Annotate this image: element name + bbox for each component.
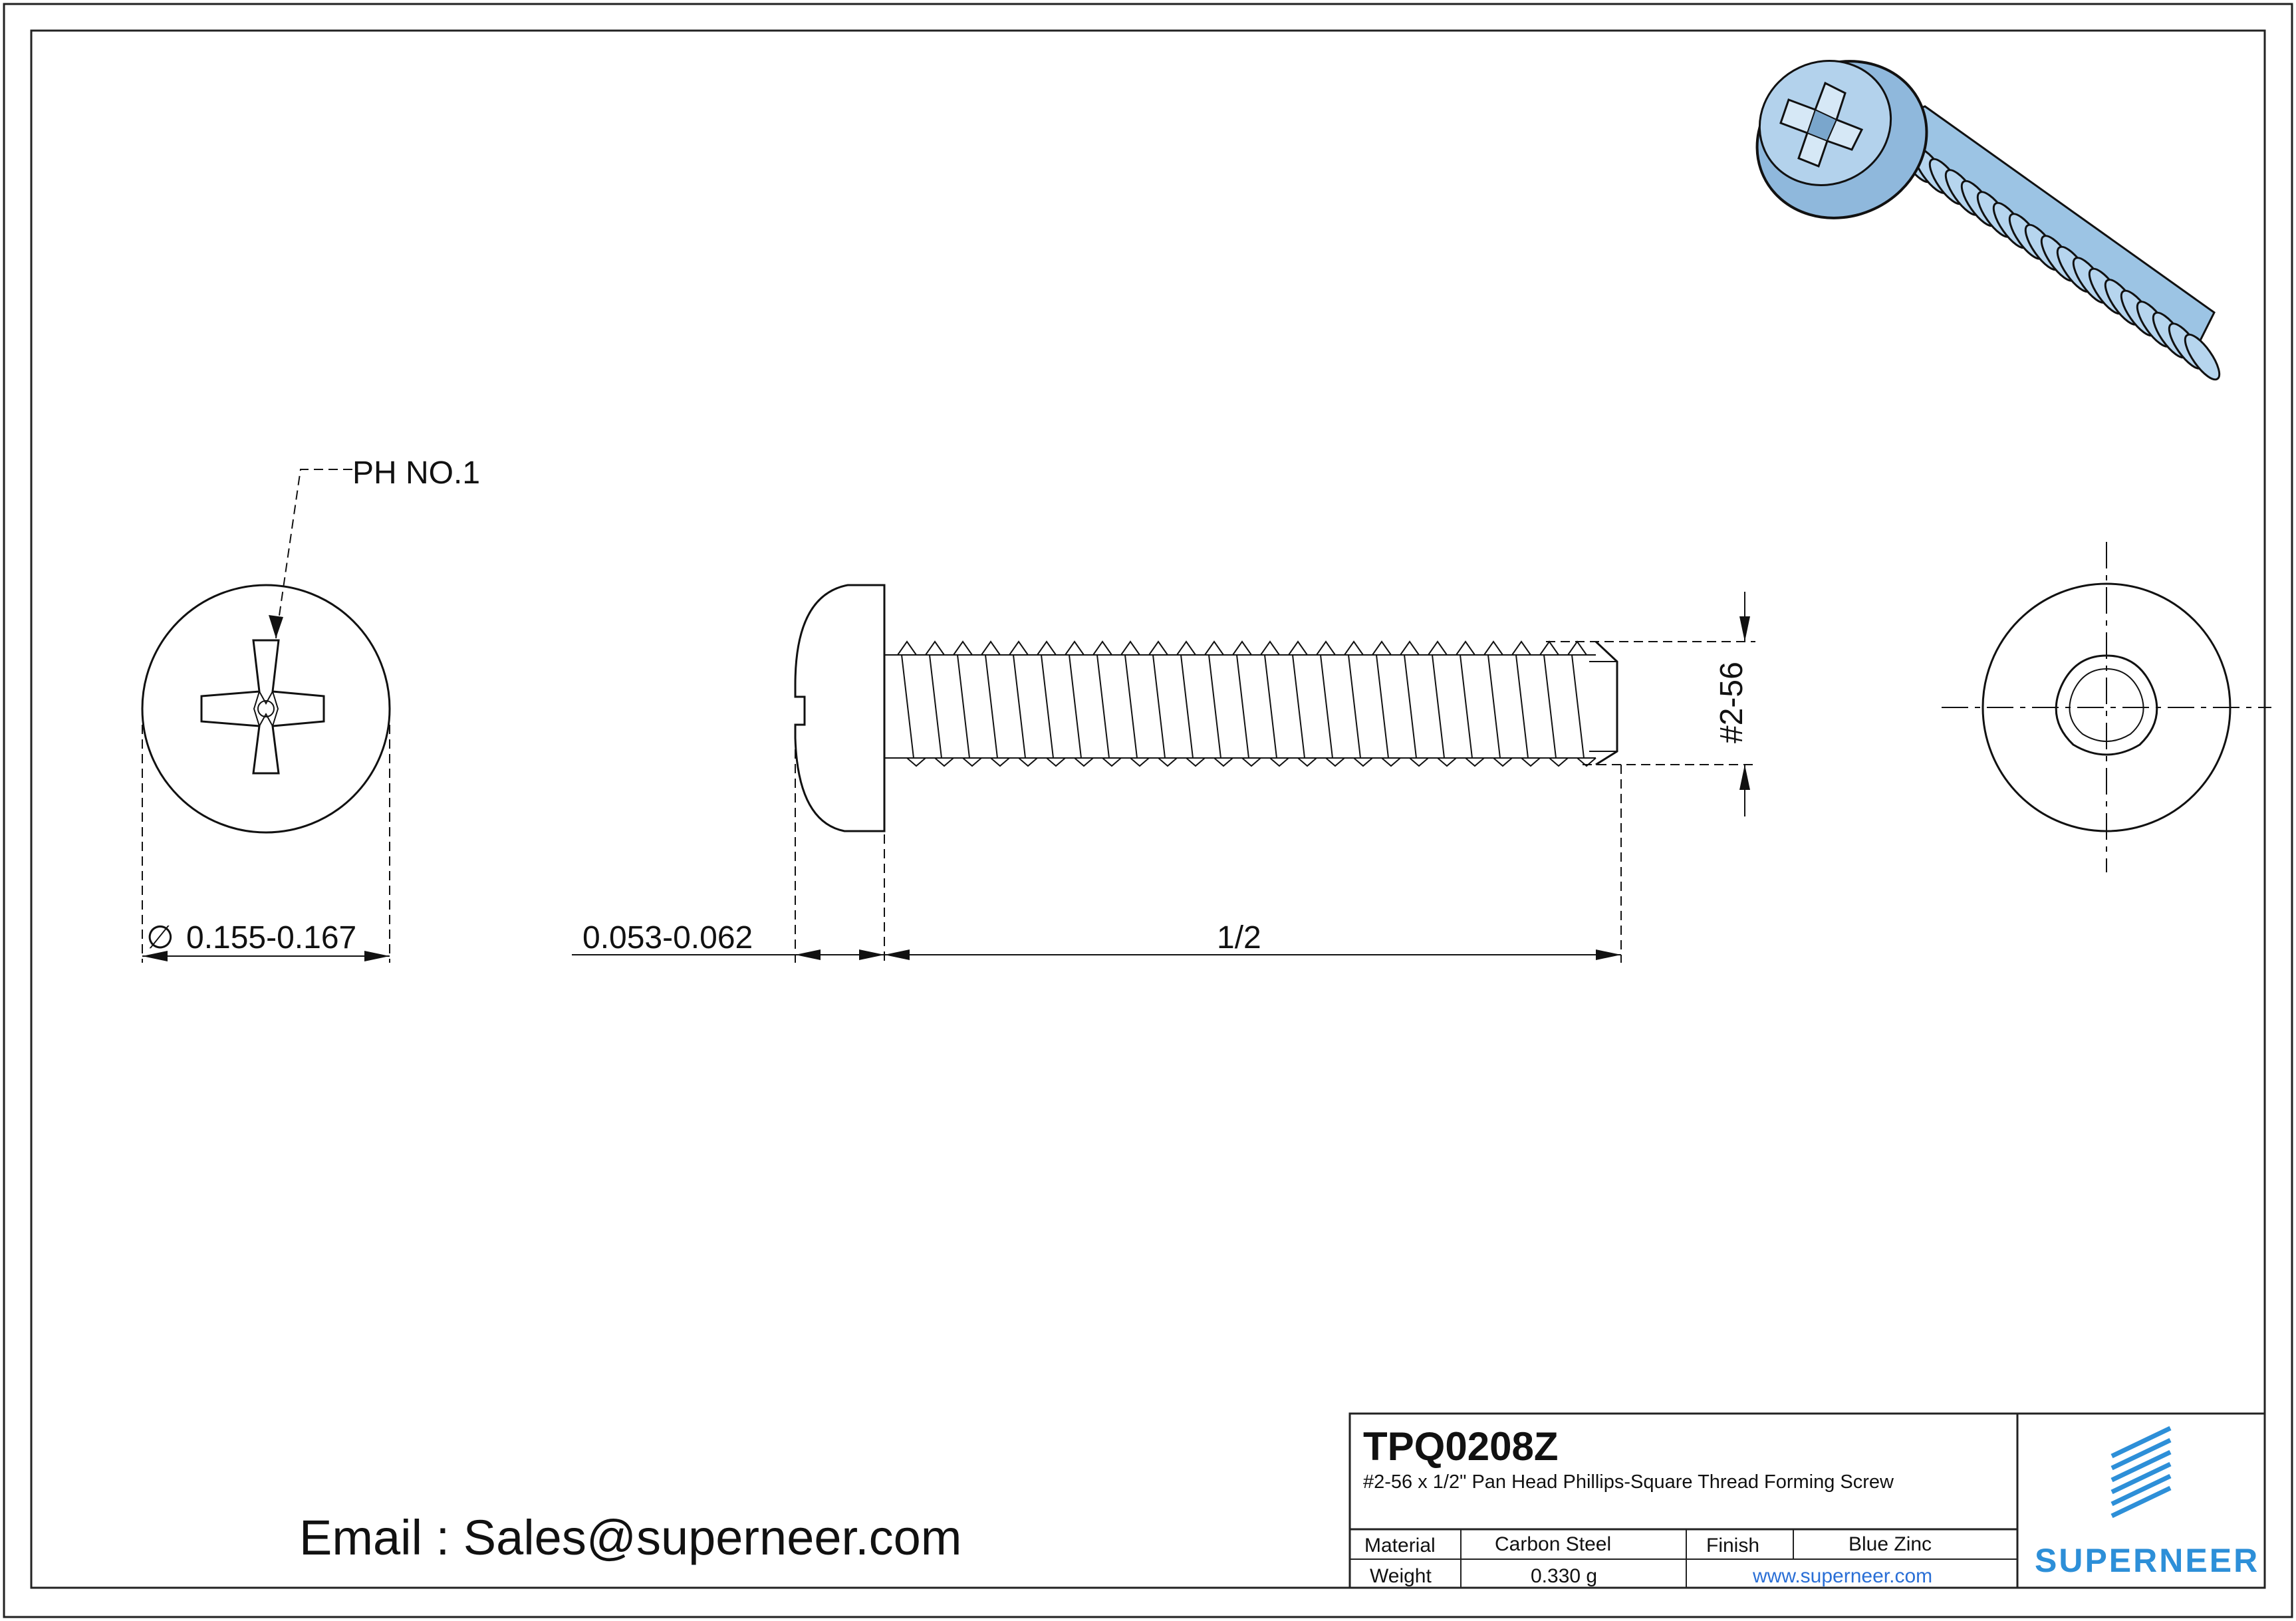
- outer-border: [3, 3, 2293, 1618]
- thread-crest: [1316, 640, 1345, 767]
- thread-crest: [1511, 640, 1541, 767]
- thread-crest: [1483, 640, 1513, 767]
- superneer-logo-icon: [2110, 1426, 2172, 1519]
- thread-crest: [1065, 640, 1094, 767]
- title-block: TPQ0208Z #2-56 x 1/2" Pan Head Phillips-…: [1348, 1412, 2266, 1589]
- length-label: 1/2: [1217, 920, 1261, 955]
- head-height-dimension: 0.053-0.062: [572, 735, 885, 963]
- thread-crest: [1428, 640, 1457, 767]
- head-top-view: [141, 584, 391, 834]
- material-value: Carbon Steel: [1495, 1533, 1611, 1555]
- thread-crest: [1176, 640, 1206, 767]
- thread-crest: [1539, 640, 1569, 767]
- thread-crest: [1372, 640, 1401, 767]
- thread-crest: [1567, 640, 1596, 767]
- material-label: Material: [1364, 1535, 1436, 1557]
- thread-crest: [1232, 640, 1261, 767]
- thread-crest: [1037, 640, 1066, 767]
- thread-crest: [1120, 640, 1150, 767]
- head-diameter-dimension: ∅ 0.155-0.167: [142, 725, 390, 963]
- brand-name: SUPERNEER: [2035, 1542, 2259, 1579]
- thread-crest: [981, 640, 1010, 767]
- thread-crest: [953, 640, 982, 767]
- thread-crest: [1260, 640, 1289, 767]
- part-description: #2-56 x 1/2" Pan Head Phillips-Square Th…: [1363, 1471, 1894, 1493]
- thread-crest: [1288, 640, 1317, 767]
- finish-label: Finish: [1706, 1535, 1759, 1557]
- thread-crest: [1456, 640, 1485, 767]
- drive-callout: PH NO.1: [269, 455, 480, 639]
- diameter-symbol: ∅: [146, 920, 174, 955]
- head-height-label: 0.053-0.062: [582, 920, 753, 955]
- part-number: TPQ0208Z: [1363, 1424, 1558, 1469]
- website-link[interactable]: www.superneer.com: [1752, 1565, 1932, 1587]
- thread-crest: [1204, 640, 1233, 767]
- head-diameter-label: 0.155-0.167: [186, 920, 356, 955]
- screw-3d-render: [1755, 60, 2221, 381]
- length-dimension: 1/2: [884, 765, 1622, 963]
- thread-crest: [1344, 640, 1373, 767]
- drive-callout-label: PH NO.1: [352, 455, 480, 491]
- end-view: [1942, 542, 2271, 872]
- thread-crest: [1148, 640, 1178, 767]
- screw-side-view: [794, 584, 1618, 832]
- thread-dimension: #2-56: [1546, 592, 1755, 816]
- thread-label: #2-56: [1714, 662, 1749, 743]
- thread-ring: [2184, 333, 2221, 381]
- thread-crest: [1009, 640, 1038, 767]
- thread-crest: [925, 640, 954, 767]
- phillips-recess-icon: [200, 639, 325, 775]
- thread-crest: [1092, 640, 1122, 767]
- weight-value: 0.330 g: [1531, 1565, 1597, 1587]
- inner-border: [30, 29, 2266, 1589]
- contact-email[interactable]: Email : Sales@superneer.com: [299, 1510, 961, 1565]
- finish-value: Blue Zinc: [1849, 1533, 1932, 1555]
- thread-crest: [1400, 640, 1429, 767]
- weight-label: Weight: [1370, 1565, 1432, 1587]
- thread-crest: [897, 640, 926, 767]
